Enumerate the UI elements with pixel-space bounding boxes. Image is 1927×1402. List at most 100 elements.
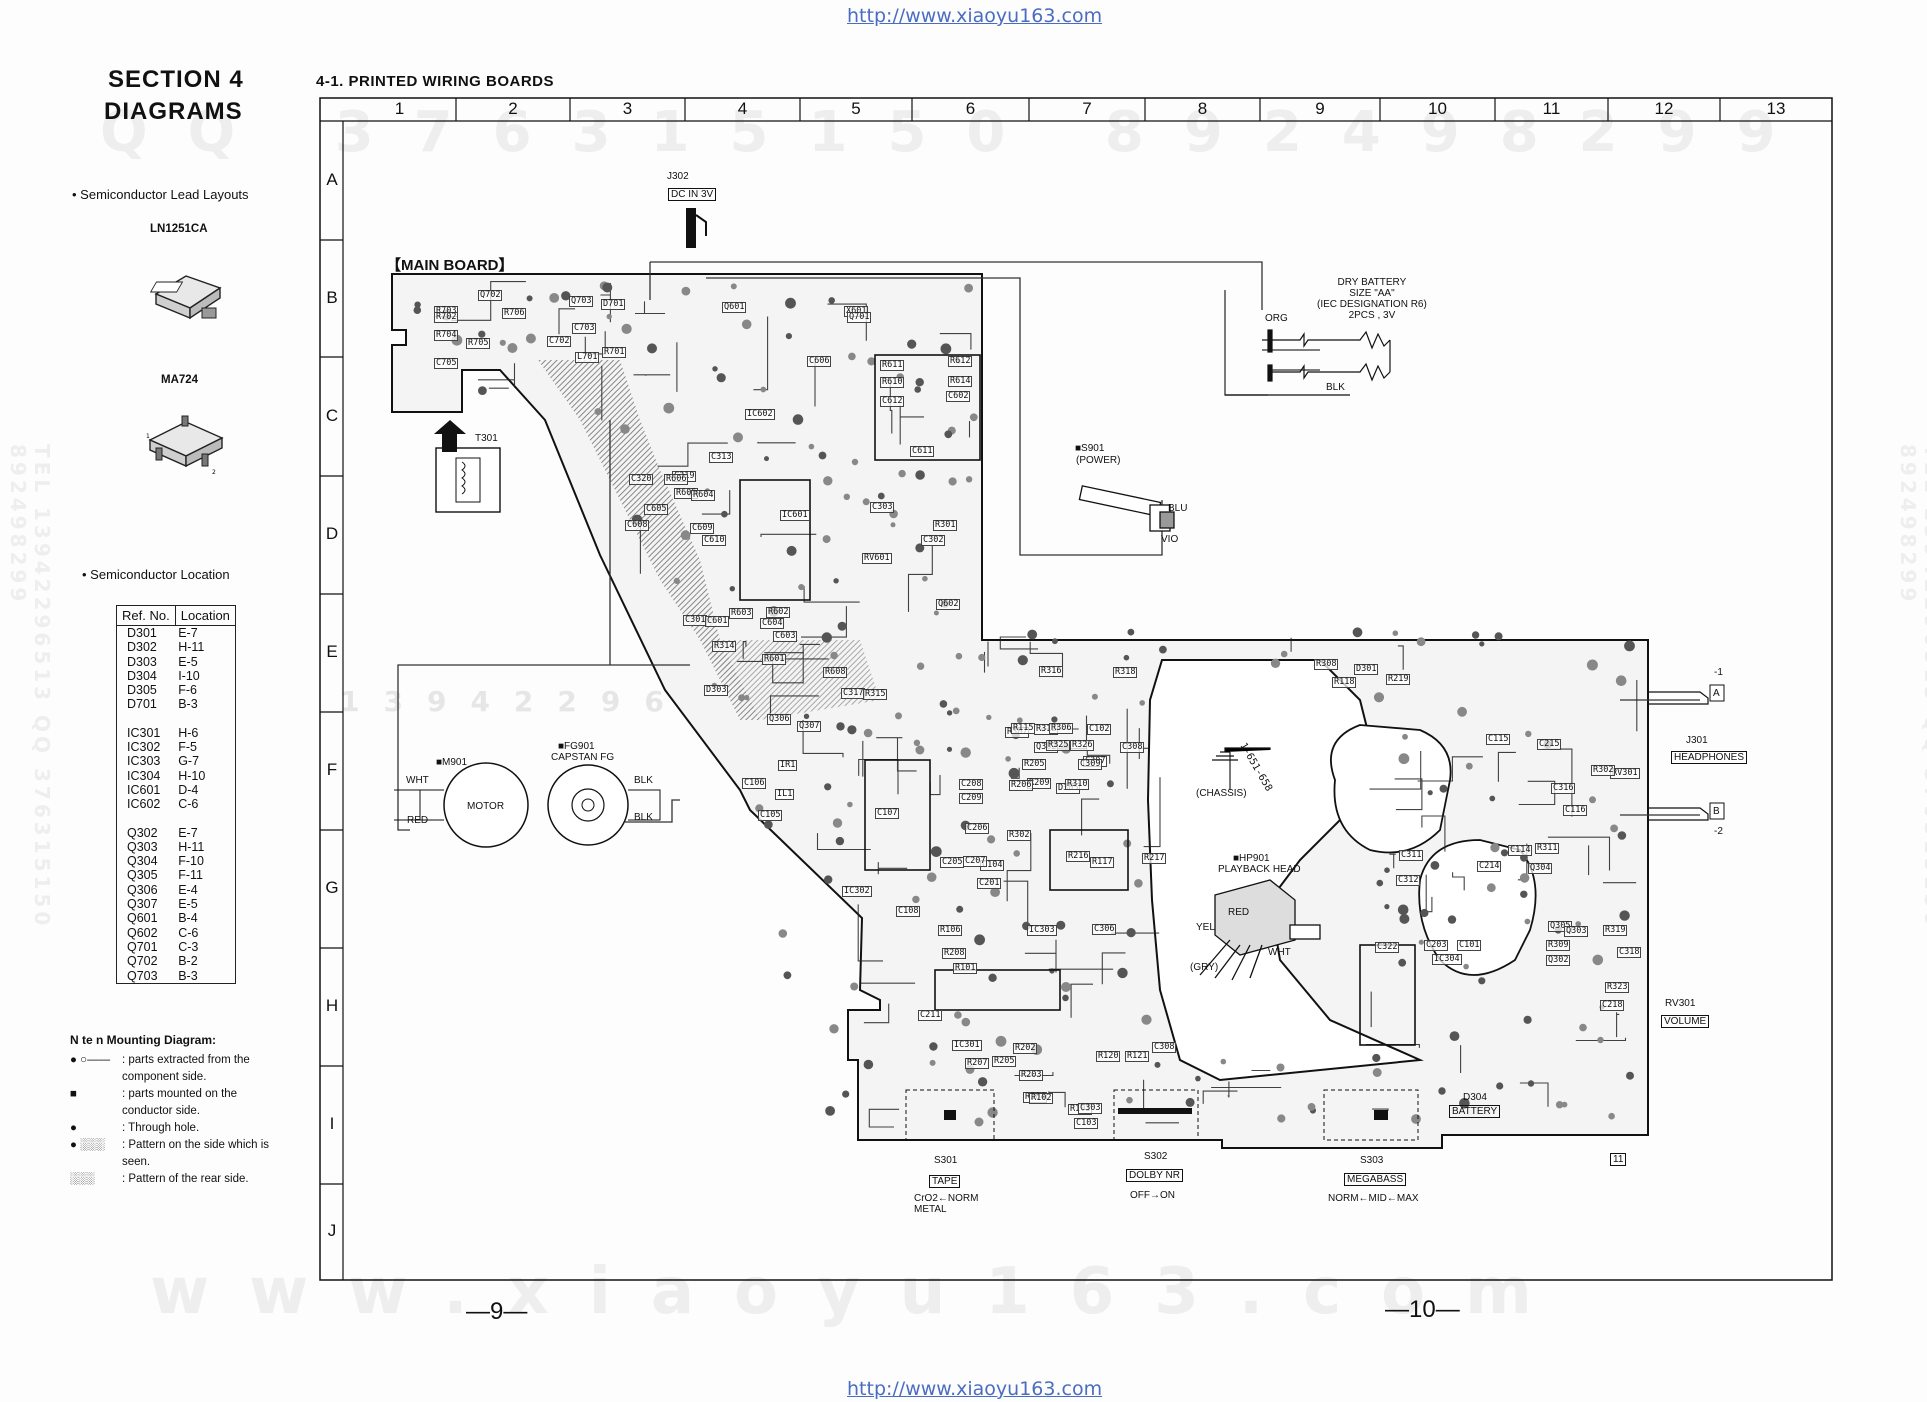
solder-pad [1519,873,1530,883]
solder-pad [778,929,788,938]
solder-pad [940,343,952,355]
url-top-link[interactable]: http://www.xiaoyu163.com [847,5,1103,27]
s301-option-1: CrO2←NORM [914,1193,979,1204]
solder-pad [926,872,937,882]
location-cell: E-4 [178,882,198,897]
j302-label: J302 [667,171,689,182]
component-label: C303 [870,502,895,513]
jack-a-box [1709,684,1725,702]
component-label: C611 [910,446,935,457]
chassis-label: (CHASSIS) [1196,788,1247,799]
solder-pad [803,713,810,719]
solder-pad [606,313,612,320]
solder-pad [1016,717,1023,724]
volume-label: VOLUME [1661,1015,1710,1028]
solder-pad [986,714,992,721]
solder-pad [1555,1101,1564,1109]
component-label: R603 [729,608,754,619]
component-label: R314 [712,641,737,652]
solder-pad [1420,908,1429,918]
jack-minus1-label: -1 [1714,667,1723,678]
component-label: R602 [766,607,791,618]
component-label: Q304 [1528,863,1553,874]
solder-pad [733,432,743,443]
solder-pad [1586,659,1598,671]
component-label: R311 [1535,843,1560,854]
solder-pad [1062,994,1069,1002]
s302-switch-box [1113,1089,1199,1141]
solder-pad [1478,977,1486,985]
s303-option: NORM←MID←MAX [1328,1193,1419,1204]
jack-b-label: B [1713,806,1720,817]
page-number-left: —9— [466,1298,528,1325]
vio-wire-label: VIO [1161,534,1179,545]
solder-pad [847,725,857,735]
copper-trace [657,442,728,467]
location-cell: H-11 [178,839,205,854]
component-label: R323 [1605,982,1630,993]
solder-pad [850,982,859,991]
solder-pad [842,1090,850,1098]
component-label: C105 [758,810,783,821]
solder-pad [1411,1114,1421,1124]
jack-b-box [1709,802,1725,820]
solder-pad [1465,762,1473,770]
ic601-body [739,479,811,601]
component-label: R309 [1546,940,1571,951]
blk-wire-label-battery: BLK [1326,382,1345,393]
component-label: C211 [918,1010,943,1021]
solder-pad [526,295,533,302]
solder-pad [954,1011,962,1019]
solder-pad [960,747,971,758]
solder-pad [1615,675,1627,686]
solder-pad [915,470,925,480]
solder-pad [987,1107,998,1118]
power-label: (POWER) [1076,455,1121,466]
wht-wire-label-head: WHT [1268,947,1291,958]
grid-row-label: F [326,760,338,779]
solder-pad [835,836,845,846]
component-label: RV601 [862,553,892,564]
solder-pad [1494,632,1503,641]
mounting-note: ░░░: Pattern of the rear side. [70,1171,290,1188]
component-label: L701 [575,352,600,363]
component-label: C206 [965,823,990,834]
url-bottom-link[interactable]: http://www.xiaoyu163.com [847,1378,1103,1400]
ic302-body [864,759,931,871]
ic602-body [874,354,981,461]
mounting-note: ●: Through hole. [70,1120,290,1137]
ref-cell: IC602 [127,797,161,812]
solder-pad [1561,1101,1568,1108]
component-label: R203 [1019,1070,1044,1081]
solder-pad [680,530,691,541]
ref-cell: D302 [127,640,157,655]
copper-trace [478,363,516,388]
copper-trace [1421,815,1446,852]
component-label: C703 [572,323,597,334]
solder-pad [1106,780,1114,788]
solder-pad [939,700,948,708]
component-label: R612 [948,356,973,367]
grid-column-label: 5 [851,99,861,118]
t301-label: T301 [475,433,498,444]
battery-indicator-label: BATTERY [1449,1105,1501,1118]
jack-minus2-label: -2 [1714,826,1723,837]
component-label: C318 [1617,947,1642,958]
component-label: R121 [1125,1051,1150,1062]
solder-pad [955,652,963,660]
solder-pad [913,739,921,746]
location-cell: E-5 [178,654,198,669]
copper-trace [899,405,924,445]
component-label: C205 [940,857,965,868]
copper-trace [1029,641,1064,678]
solder-pad [1117,967,1128,979]
component-label: R102 [1029,1093,1054,1104]
copper-trace [769,695,820,714]
component-label: R207 [965,1058,990,1069]
solder-pad [964,283,973,293]
jack-a-label: A [1713,688,1720,699]
